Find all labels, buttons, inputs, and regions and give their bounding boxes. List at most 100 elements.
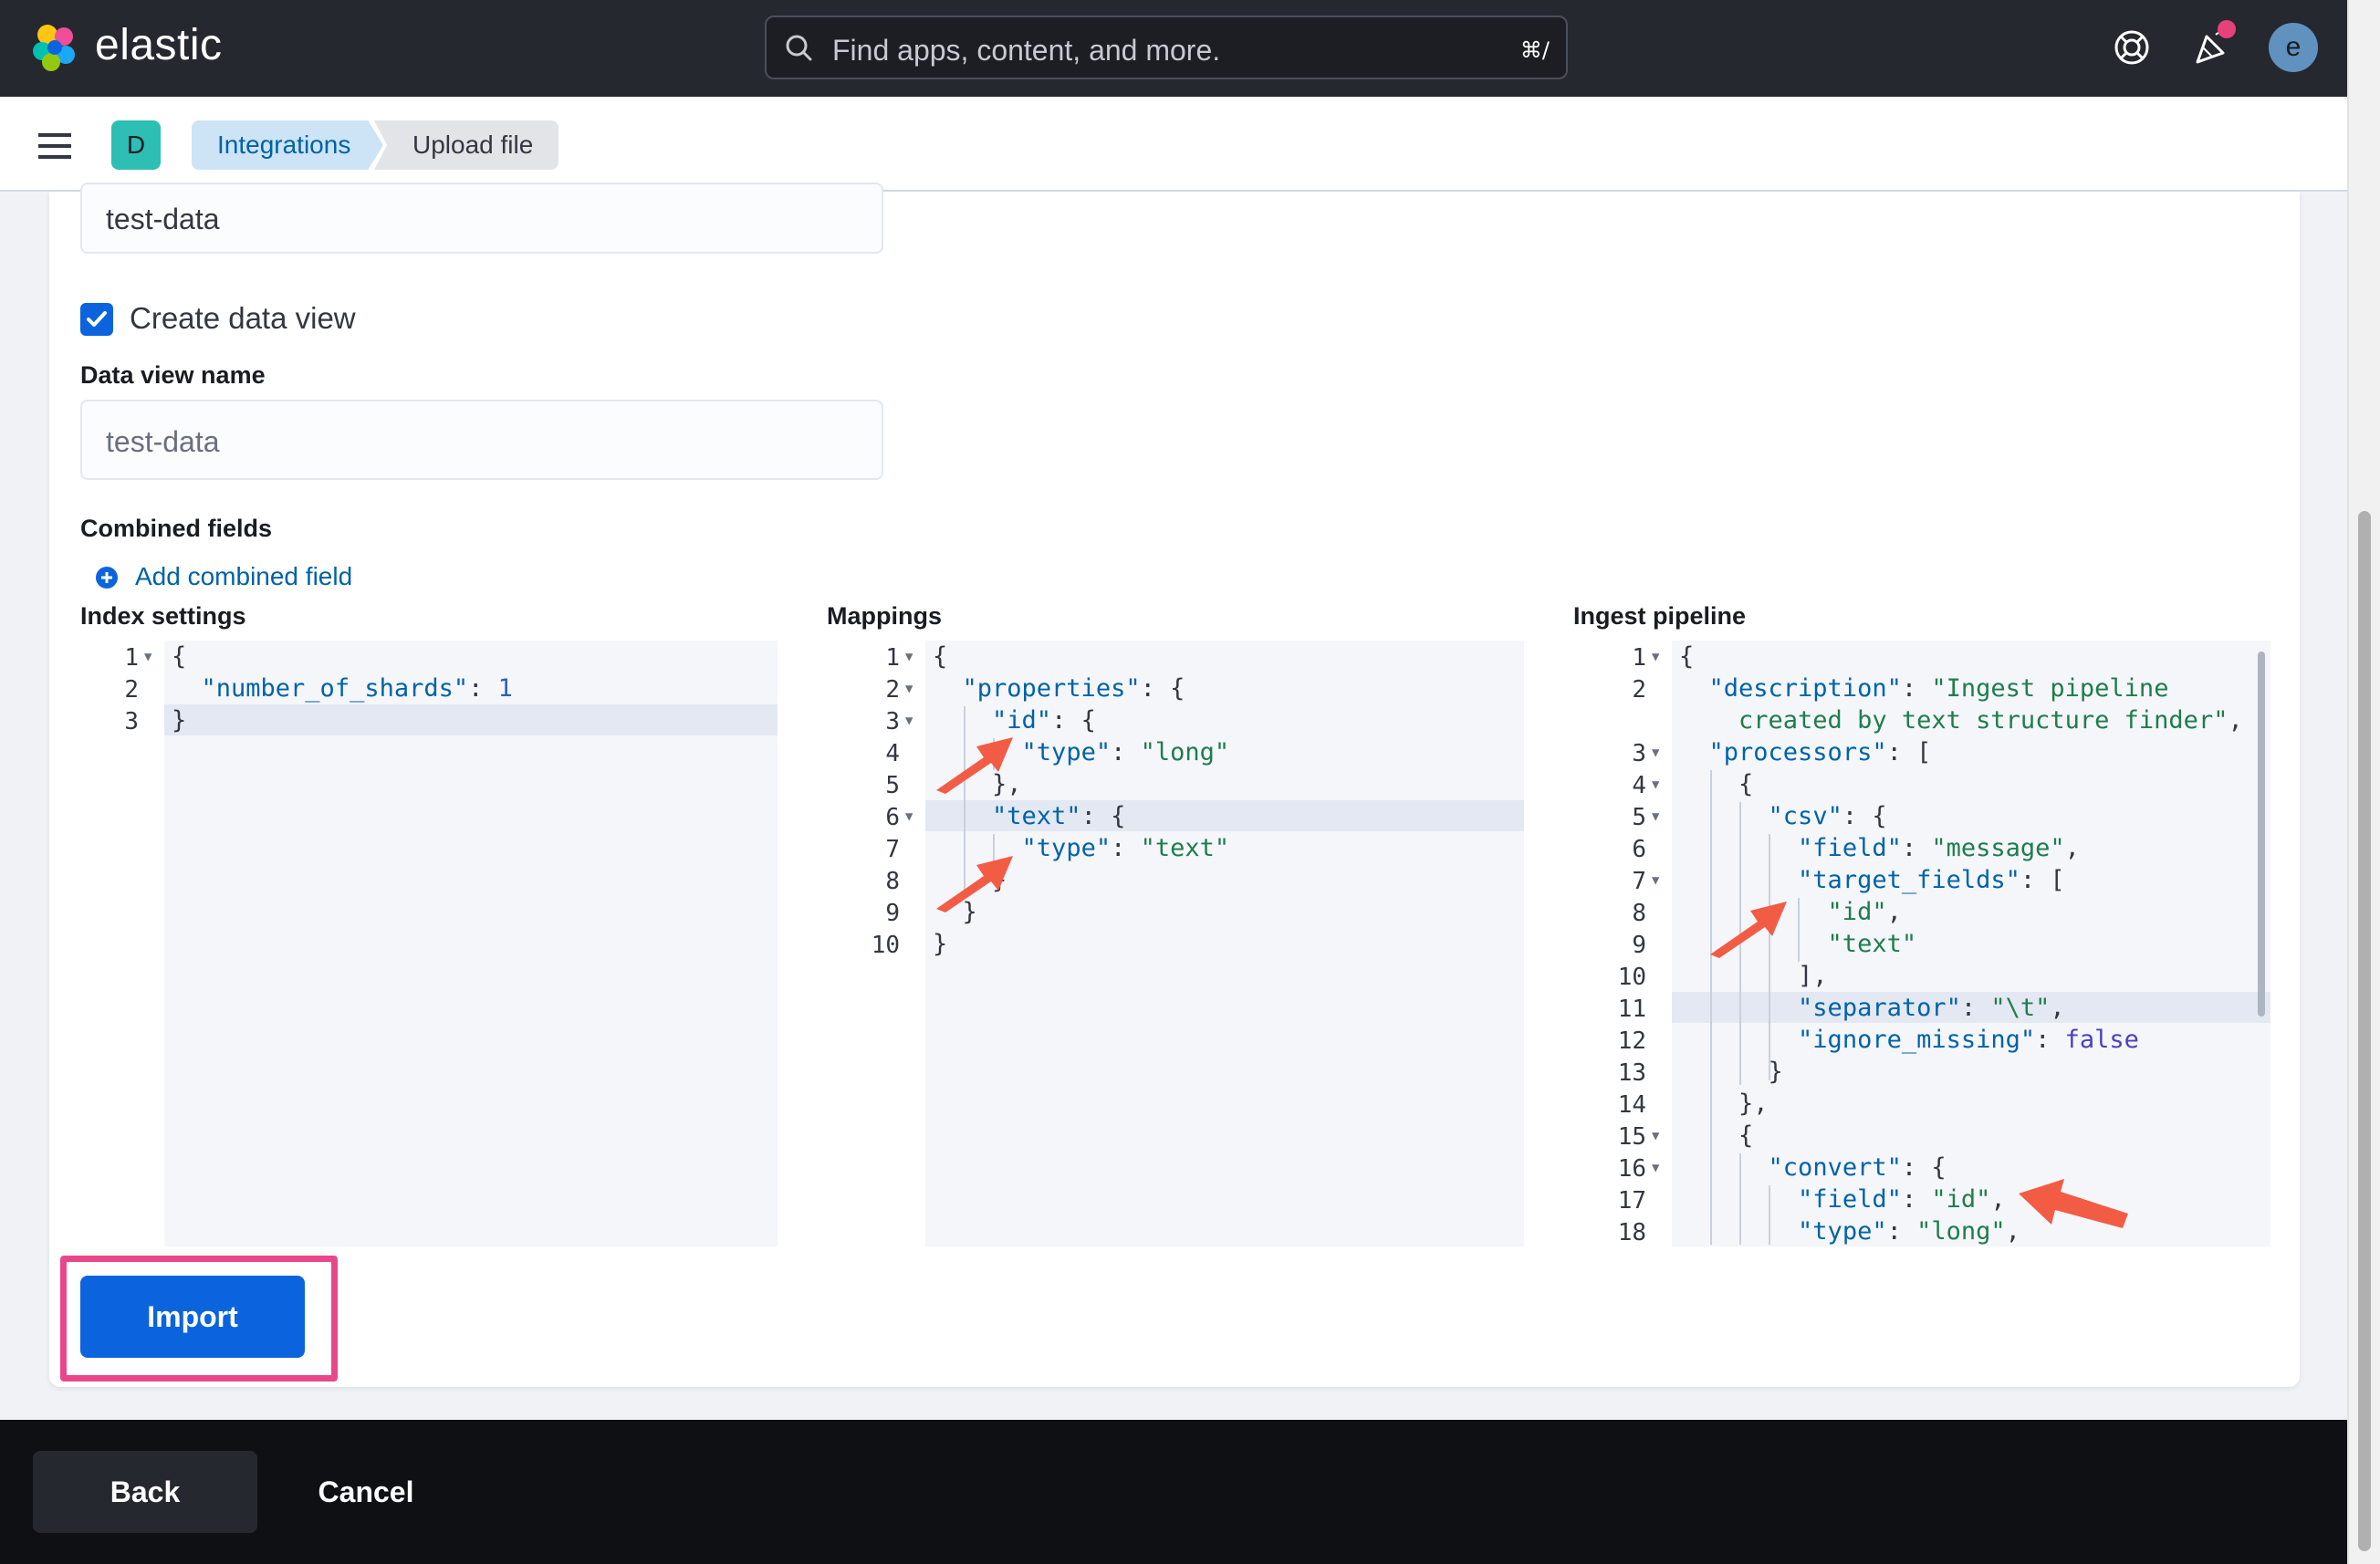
code-line: {: [172, 642, 187, 671]
annotation-arrow-icon: [936, 856, 1013, 912]
code-line: }: [1679, 1058, 1783, 1086]
breadcrumb-upload-file: Upload file: [374, 120, 558, 170]
back-button[interactable]: Back: [33, 1451, 257, 1533]
line-number: 12: [1617, 1027, 1646, 1055]
space-avatar[interactable]: D: [111, 120, 161, 170]
global-search-input[interactable]: Find apps, content, and more. ⌘/: [765, 16, 1568, 79]
line-number: 8: [1632, 900, 1646, 927]
indent-guide: [993, 834, 995, 866]
breadcrumb-bar: D Integrations Upload file: [0, 97, 2347, 192]
code-line: }: [933, 930, 948, 958]
import-highlight-frame: [60, 1256, 338, 1382]
indent-guide: [1710, 770, 1712, 1245]
index-settings-editor[interactable]: 1 ▼ 2 3 { "number_of_shards": 1 }: [80, 641, 778, 1246]
active-line-highlight: [827, 800, 1524, 831]
line-number: 17: [1617, 1187, 1646, 1215]
line-number: 2: [885, 676, 900, 704]
cancel-button[interactable]: Cancel: [318, 1475, 414, 1508]
code-line: "processors": [: [1708, 738, 1932, 766]
mappings-editor[interactable]: 1 2 3 4 5 6 7 8 9 10 ▼ ▼ ▼ ▼ { "properti…: [827, 641, 1524, 1246]
line-number: 9: [1632, 932, 1646, 959]
line-number: 2: [1632, 676, 1646, 704]
line-gutter: [80, 641, 164, 1246]
import-button[interactable]: Import: [80, 1276, 305, 1358]
indent-guide: [1769, 834, 1770, 1080]
line-number: 16: [1617, 1155, 1646, 1183]
fold-arrow-icon[interactable]: ▼: [1652, 746, 1660, 760]
fold-arrow-icon[interactable]: ▼: [905, 714, 913, 728]
line-number: 10: [1617, 964, 1646, 991]
line-number: 6: [885, 804, 900, 831]
fold-arrow-icon[interactable]: ▼: [144, 650, 152, 664]
data-view-name-label: Data view name: [80, 361, 266, 389]
fold-arrow-icon[interactable]: ▼: [905, 650, 913, 664]
elastic-logo-icon[interactable]: [29, 22, 80, 73]
brand-name[interactable]: elastic: [95, 21, 223, 69]
line-gutter: [1573, 641, 1672, 1246]
line-number: 9: [885, 900, 900, 927]
search-placeholder: Find apps, content, and more.: [832, 34, 1221, 67]
code-line: "csv": {: [1768, 802, 1887, 830]
annotation-arrow-icon: [2019, 1179, 2128, 1228]
line-number: 15: [1617, 1123, 1646, 1151]
data-view-name-input[interactable]: test-data: [80, 400, 883, 480]
indent-guide: [1739, 1153, 1741, 1245]
line-number: 5: [885, 772, 900, 799]
line-number: 18: [1617, 1219, 1646, 1246]
line-number: 11: [1617, 996, 1646, 1023]
notification-dot: [2218, 20, 2236, 38]
code-line: }: [172, 706, 187, 735]
line-number: 4: [885, 740, 900, 767]
fold-arrow-icon[interactable]: ▼: [1652, 1129, 1660, 1143]
bottom-action-bar: Back Cancel: [0, 1420, 2347, 1564]
line-number: 1: [885, 644, 900, 672]
fold-arrow-icon[interactable]: ▼: [1652, 777, 1660, 792]
code-line: "type": "long",: [1798, 1217, 2020, 1246]
line-number: 2: [124, 676, 139, 704]
code-line: "field": "id",: [1798, 1185, 2006, 1214]
indent-guide: [1798, 898, 1800, 962]
editor-scrollbar[interactable]: [2258, 652, 2265, 1017]
user-avatar[interactable]: e: [2269, 23, 2318, 72]
code-line: "id",: [1679, 898, 1902, 926]
fold-arrow-icon[interactable]: ▼: [1652, 873, 1660, 888]
fold-arrow-icon[interactable]: ▼: [905, 809, 913, 824]
line-number: 1: [124, 644, 139, 672]
code-line: "text": [1679, 930, 1917, 958]
page-scrollbar-thumb[interactable]: [2358, 511, 2371, 1551]
active-line-highlight: [80, 704, 778, 735]
line-number: 6: [1632, 836, 1646, 863]
line-number: 10: [871, 932, 900, 959]
line-number: 8: [885, 868, 900, 895]
line-number: 3: [124, 708, 139, 735]
checkmark-icon: [87, 311, 107, 327]
line-number: 3: [885, 708, 900, 735]
import-settings-panel: test-data Create data view Data view nam…: [49, 182, 2300, 1387]
code-line: "convert": {: [1768, 1153, 1947, 1182]
indent-guide: [964, 706, 966, 898]
annotation-arrow-icon: [1710, 902, 1787, 958]
hamburger-menu-icon[interactable]: [37, 131, 73, 161]
create-data-view-label[interactable]: Create data view: [130, 301, 356, 335]
line-number: 4: [1632, 772, 1646, 799]
fold-arrow-icon[interactable]: ▼: [905, 682, 913, 696]
code-line: },: [1679, 1090, 1769, 1118]
code-line: {: [1679, 770, 1754, 798]
fold-arrow-icon[interactable]: ▼: [1652, 1161, 1660, 1175]
add-combined-field-label: Add combined field: [135, 562, 353, 590]
indent-guide: [1769, 1185, 1770, 1245]
create-data-view-checkbox[interactable]: [80, 303, 113, 336]
breadcrumb-integrations[interactable]: Integrations: [192, 120, 383, 170]
code-line: "ignore_missing": false: [1798, 1026, 2139, 1054]
code-line: {: [933, 642, 948, 671]
ingest-pipeline-editor[interactable]: 1 2 3 4 5 6 7 8 9 10 11 12 13 14 15 16 1…: [1573, 641, 2270, 1246]
help-icon[interactable]: [2112, 27, 2152, 68]
line-number: 1: [1632, 644, 1646, 672]
fold-arrow-icon[interactable]: ▼: [1652, 650, 1660, 664]
top-header: elastic Find apps, content, and more. ⌘/…: [0, 0, 2347, 97]
index-name-field[interactable]: test-data: [80, 182, 883, 254]
fold-arrow-icon[interactable]: ▼: [1652, 809, 1660, 824]
page-scrollbar[interactable]: [2347, 0, 2380, 1564]
code-line: {: [1679, 1121, 1754, 1150]
index-settings-title: Index settings: [80, 602, 246, 630]
